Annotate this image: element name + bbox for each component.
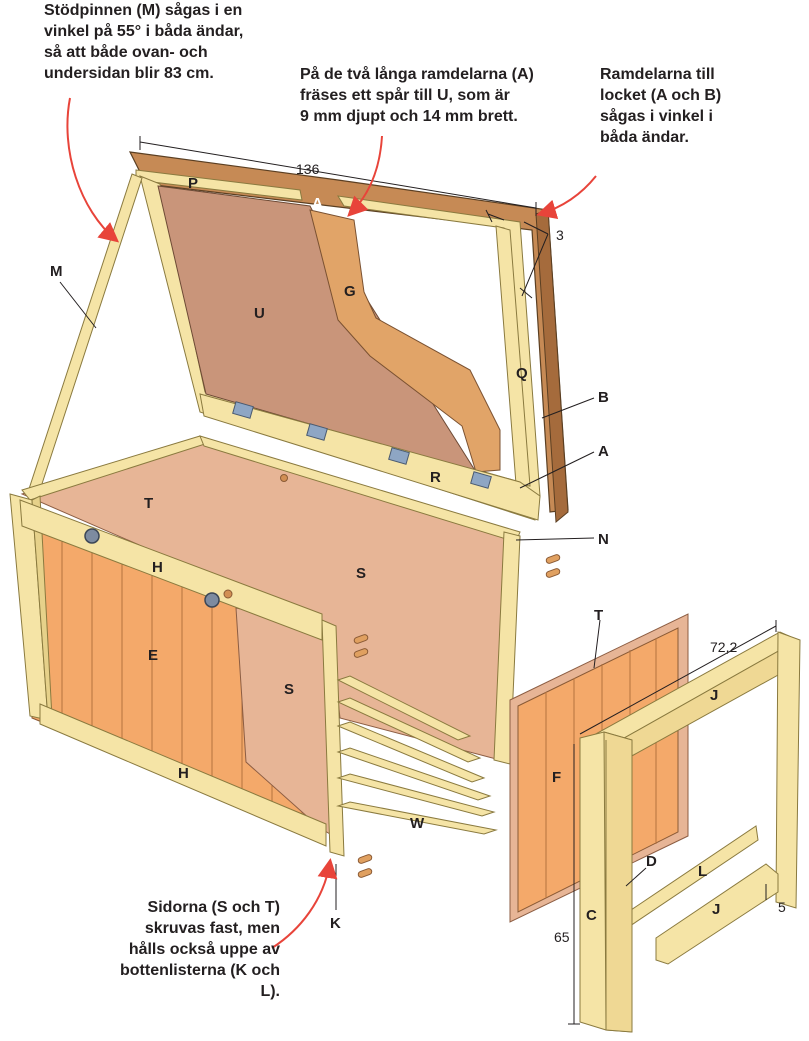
label-c: C: [586, 907, 597, 924]
dim-end-width: 72,2: [710, 639, 737, 655]
dowel-hole: [280, 474, 288, 482]
label-m: M: [50, 263, 63, 280]
bottom-slats-w: [336, 675, 498, 835]
chest-body: [9, 435, 561, 878]
dim-batten-height: 5: [778, 899, 786, 915]
dowels: [353, 554, 561, 878]
screw: [204, 592, 220, 608]
hinge: [306, 423, 328, 441]
frame-bottom-rail-j: [655, 863, 779, 965]
note-groove: På de två långa ramdelarna (A) fräses et…: [300, 66, 534, 125]
label-u: U: [254, 305, 265, 322]
label-d: D: [646, 853, 657, 870]
lid-panel-g: [309, 209, 501, 473]
label-e: E: [148, 647, 158, 664]
part-labels: P A U G Q B A R M T N S H E S H W K T F …: [50, 175, 720, 932]
label-f: F: [552, 769, 561, 786]
note-side-panels: Sidorna (S och T) skruvas fast, men håll…: [119, 899, 280, 1000]
support-stick-m: [27, 173, 143, 497]
label-q: Q: [516, 365, 528, 382]
label-g: G: [344, 283, 356, 300]
bottom-strip-k: [321, 619, 345, 857]
label-t-inner: T: [144, 495, 153, 512]
label-j-bottom: J: [712, 901, 720, 918]
label-p: P: [188, 175, 198, 192]
label-t-panel: T: [594, 607, 603, 624]
lid-rail-q: [495, 225, 531, 487]
label-a-top: A: [312, 195, 323, 212]
lid-rail-r: [199, 393, 541, 521]
lid-assembly: [128, 151, 569, 524]
label-a-right: A: [598, 443, 609, 460]
label-w: W: [410, 815, 425, 832]
hinge: [232, 401, 254, 419]
leg-frame: [579, 631, 801, 1033]
back-leg: [775, 631, 801, 909]
annotation-arrows: [66, 97, 597, 949]
dim-frame-offset: 3: [556, 227, 564, 243]
label-s-back: S: [356, 565, 366, 582]
bottom-rail-h: [39, 703, 327, 847]
dim-leg-height: 65: [554, 929, 570, 945]
note-frame-angle: Ramdelarna till locket (A och B) sågas i…: [600, 66, 722, 146]
label-k: K: [330, 915, 341, 932]
screw: [84, 528, 100, 544]
arrow-to-groove: [347, 135, 383, 217]
dim-lid-length: 136: [296, 161, 320, 177]
dowel-hole: [223, 589, 233, 599]
arrow-to-stick: [66, 97, 120, 243]
label-r: R: [430, 469, 441, 486]
label-n: N: [598, 531, 609, 548]
label-j-top: J: [710, 687, 718, 704]
label-h-bottom: H: [178, 765, 189, 782]
dimension-lines: [139, 136, 777, 1025]
label-l: L: [698, 863, 707, 880]
label-h-top: H: [152, 559, 163, 576]
arrow-to-batten: [271, 858, 338, 949]
label-s-side: S: [284, 681, 294, 698]
label-b: B: [598, 389, 609, 406]
arrow-to-frame: [536, 175, 597, 219]
hinge: [470, 471, 492, 489]
dimension-labels: 136 3 72,2 65 5: [296, 161, 786, 945]
front-leg-c-side: [603, 731, 633, 1033]
hinge: [388, 447, 410, 465]
note-support-stick: Stödpinnen (M) sågas i en vinkel på 55° …: [44, 2, 244, 82]
